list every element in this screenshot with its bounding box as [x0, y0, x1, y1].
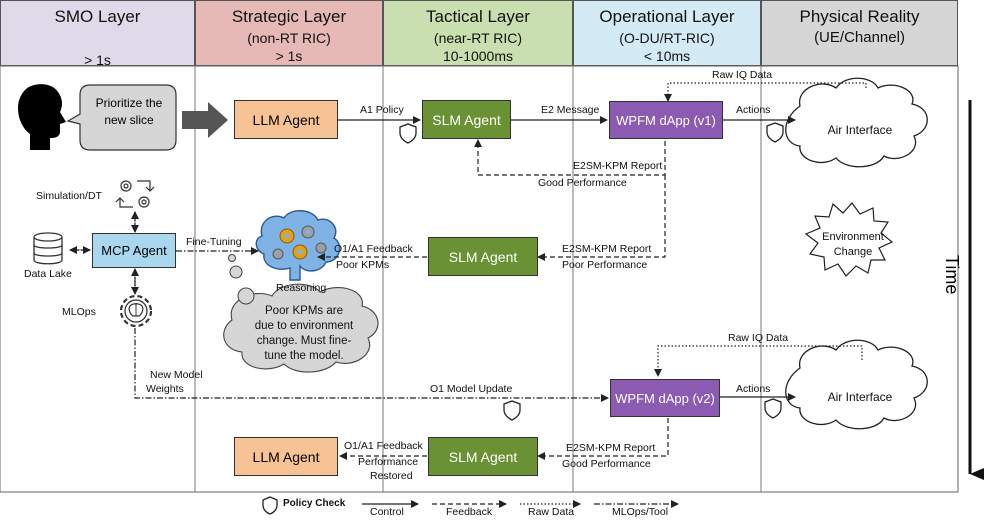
header-title: SMO Layer: [54, 7, 141, 26]
header-title: Tactical Layer: [426, 7, 530, 26]
e2sm-report-label: E2SM-KPM Report: [573, 160, 663, 172]
policy-check-shield-icon: [503, 400, 521, 421]
header-physical: Physical Reality (UE/Channel): [761, 0, 958, 66]
simulation-gears-icon: [115, 180, 155, 208]
mlops-label: MLOps: [62, 306, 96, 318]
lane-frame: [0, 65, 959, 493]
thought-bubble-dot: [228, 254, 236, 262]
good-performance-label: Good Performance: [538, 177, 627, 189]
time-label: Time: [942, 255, 962, 295]
policy-check-shield-icon: [764, 398, 782, 419]
edge-feedback-good-2: [537, 418, 669, 460]
poor-performance-label: Poor Performance: [562, 259, 648, 271]
wpfm-dapp-v1-box[interactable]: WPFM dApp (v1): [609, 101, 723, 139]
o1-model-update-label: O1 Model Update: [430, 383, 513, 395]
header-time: 10-1000ms: [442, 48, 514, 64]
poor-kpms-label: Poor KPMs: [336, 259, 390, 271]
thought-text: Poor KPMs are due to environment change.…: [254, 305, 354, 362]
llm-agent-box[interactable]: LLM Agent: [234, 100, 338, 139]
header-subtitle: (near-RT RIC): [433, 30, 523, 46]
new-model-label: New Model: [150, 369, 203, 381]
weights-label: Weights: [146, 383, 184, 395]
legend-shield-icon: [262, 496, 278, 515]
slm-agent-box-final[interactable]: SLM Agent: [428, 437, 538, 476]
thought-cloud-shape: [223, 283, 379, 373]
thought-bubble-dot: [229, 265, 243, 279]
cloud-shape: [785, 339, 928, 430]
header-time: > 1s: [84, 52, 111, 68]
header-subtitle: (non-RT RIC): [247, 30, 331, 46]
header-title: Physical Reality: [799, 7, 920, 26]
environment-change-label: Environment Change: [822, 231, 884, 258]
e2sm-report-label: E2SM-KPM Report: [566, 442, 656, 454]
edge-raw-iq-2: [654, 345, 863, 377]
legend-raw-data: Raw Data: [528, 506, 575, 518]
legend-feedback: Feedback: [446, 506, 493, 518]
mcp-agent-box[interactable]: MCP Agent: [92, 233, 176, 268]
llm-agent-box-final[interactable]: LLM Agent: [234, 437, 338, 476]
thought-bubble-dot: [237, 287, 255, 305]
o1a1-feedback-label: O1/A1 Feedback: [334, 243, 413, 255]
legend-control: Control: [370, 506, 404, 518]
speech-bubble-text: Prioritize the new slice: [95, 96, 163, 127]
header-subtitle: (UE/Channel): [814, 29, 905, 46]
database-icon: [33, 232, 63, 265]
restored-label: Restored: [370, 470, 413, 482]
air-interface-label: Air Interface: [827, 390, 893, 404]
speech-bubble-shape: [66, 84, 177, 151]
user-head-icon: [18, 84, 66, 150]
edge-feedback-good-1: [474, 139, 666, 176]
header-smo: SMO Layer > 1s: [0, 0, 195, 68]
header-strategic: Strategic Layer (non-RT RIC) > 1s: [195, 0, 383, 66]
brain-icon: [255, 210, 341, 281]
mlops-gear-icon: [119, 294, 153, 328]
big-arrow-icon: [182, 102, 228, 138]
fine-tuning-label: Fine-Tuning: [186, 236, 242, 248]
simulation-label: Simulation/DT: [36, 190, 102, 202]
header-time: > 1s: [275, 48, 303, 64]
slm-agent-box[interactable]: SLM Agent: [422, 100, 511, 139]
environment-change-shape: [804, 202, 894, 277]
header-title: Strategic Layer: [231, 7, 347, 26]
raw-iq-label: Raw IQ Data: [712, 69, 773, 81]
edge-o1-model-update: [134, 328, 609, 402]
data-lake-label: Data Lake: [24, 268, 72, 280]
good-performance-label: Good Performance: [562, 458, 651, 470]
reasoning-label: Reasoning: [276, 282, 327, 294]
edge-feedback-poor: [537, 175, 666, 261]
policy-check-shield-icon: [399, 123, 417, 144]
e2sm-report-label: E2SM-KPM Report: [562, 243, 652, 255]
performance-label: Performance: [358, 456, 419, 468]
wpfm-dapp-v2-box[interactable]: WPFM dApp (v2): [610, 379, 720, 417]
e2-message-label: E2 Message: [541, 104, 600, 116]
o1a1-feedback-label: O1/A1 Feedback: [344, 440, 423, 452]
legend-mlops-tool: MLOps/Tool: [612, 506, 669, 518]
header-time: < 10ms: [643, 48, 691, 64]
a1-policy-label: A1 Policy: [360, 104, 404, 116]
header-title: Operational Layer: [599, 7, 735, 26]
actions-label: Actions: [736, 383, 771, 395]
actions-label: Actions: [736, 104, 771, 116]
header-tactical: Tactical Layer (near-RT RIC) 10-1000ms: [383, 0, 573, 66]
header-subtitle: (O-DU/RT-RIC): [619, 30, 715, 46]
policy-check-shield-icon: [766, 122, 784, 143]
cloud-shape: [785, 77, 928, 168]
air-interface-label: Air Interface: [827, 123, 893, 137]
legend-policy-check: Policy Check: [283, 498, 346, 509]
slm-agent-box-poor[interactable]: SLM Agent: [428, 237, 538, 276]
raw-iq-label: Raw IQ Data: [728, 332, 789, 344]
